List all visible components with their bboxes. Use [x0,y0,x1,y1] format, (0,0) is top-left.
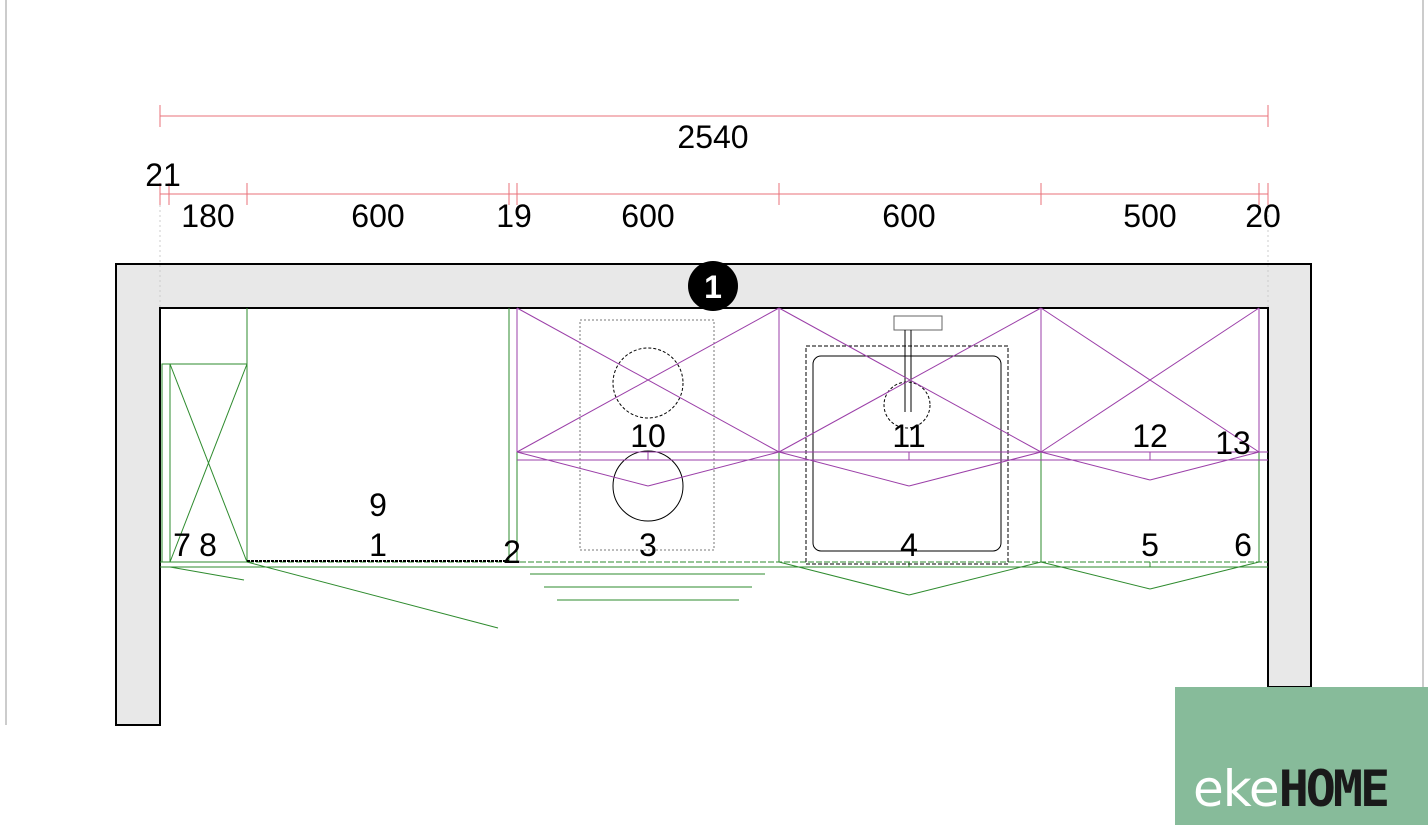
dimension-label-500: 500 [1123,198,1176,234]
item-label-3: 3 [639,527,657,563]
wall-outline [115,263,1312,726]
wall-marker-label: 1 [704,269,722,305]
item-label-5: 5 [1141,527,1159,563]
item-label-12: 12 [1132,418,1168,454]
item-label-7: 7 [173,527,191,563]
item-label-11: 11 [892,418,925,454]
dimension-total-label: 2540 [677,119,748,155]
appliances [579,315,1009,565]
dimension-label-180: 180 [181,198,234,234]
dimension-label-20: 20 [1245,198,1281,234]
dimension-label-19: 19 [496,198,532,234]
item-label-4: 4 [900,527,918,563]
logo-text-bold: HOME [1278,760,1390,818]
item-label-10: 10 [630,418,666,454]
item-label-8: 8 [199,527,217,563]
ekehome-logo: ekeHOME [1175,687,1428,825]
dimension-lines [159,105,1269,308]
item-label-2: 2 [503,534,521,570]
dimension-label-600-c: 600 [882,198,935,234]
item-label-9: 9 [369,487,387,523]
logo-text: ekeHOME [1193,759,1390,819]
item-label-13: 13 [1215,425,1251,461]
logo-text-light: eke [1193,760,1280,818]
item-label-6: 6 [1234,527,1252,563]
dimension-label-21: 21 [145,157,181,193]
item-label-1: 1 [369,527,387,563]
dimension-label-600-b: 600 [621,198,674,234]
dimension-label-600-a: 600 [351,198,404,234]
wall-cabinets [516,307,1268,487]
wall-marker-circle [688,261,738,311]
